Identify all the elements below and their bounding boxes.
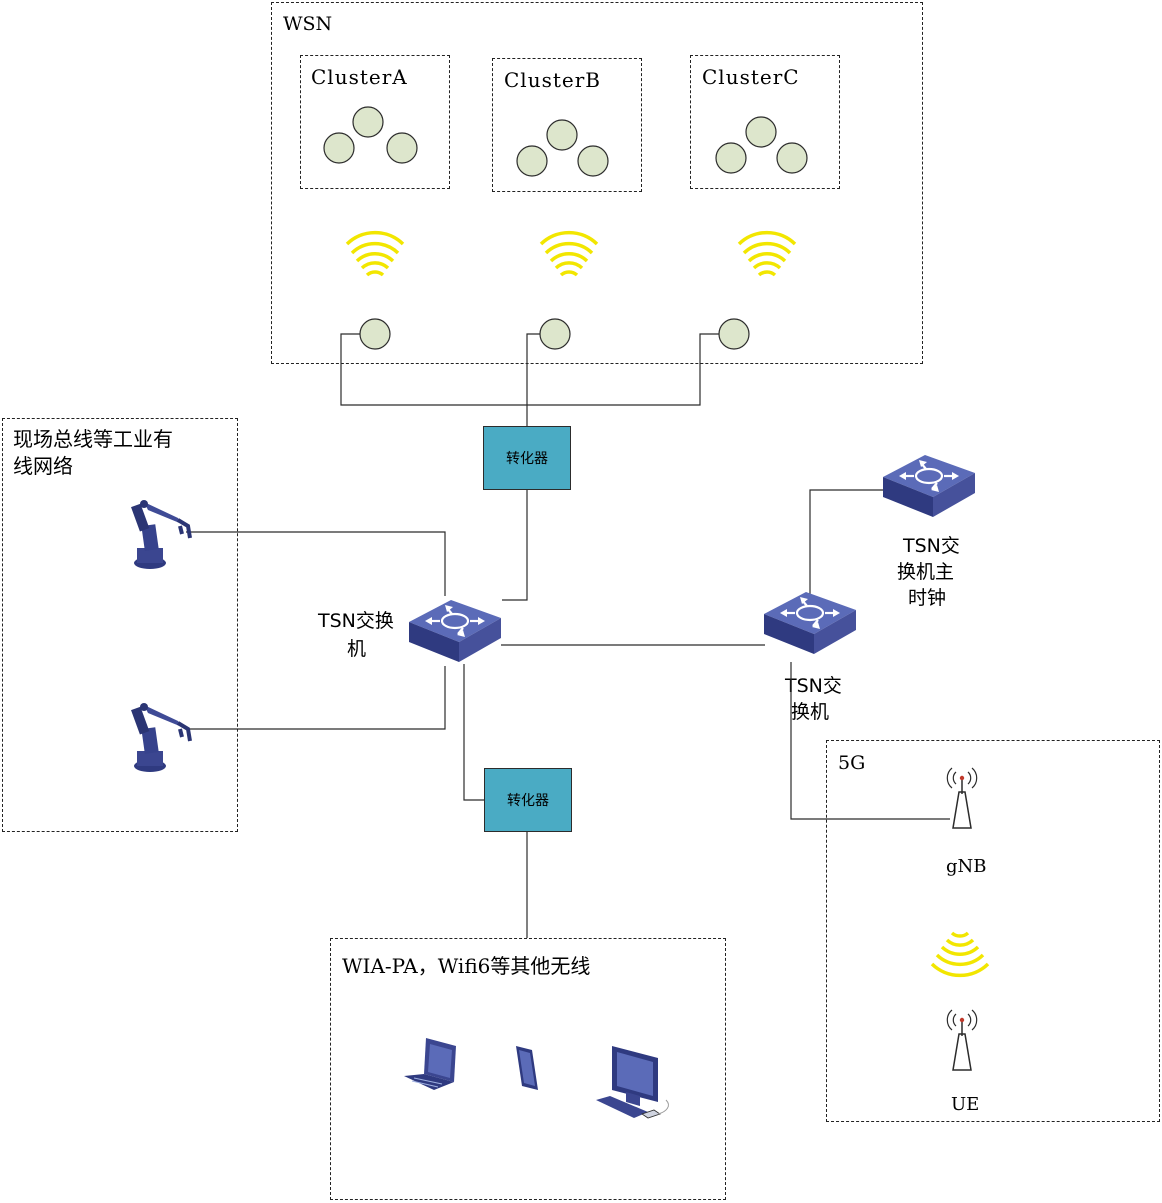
converter-bottom: 转化器 [484, 768, 572, 832]
network-switch-icon [762, 590, 858, 656]
wsn-to-converter-line [526, 333, 541, 426]
fieldbus-region-label-line2: 线网络 [13, 454, 73, 478]
ue-label: UE [951, 1094, 980, 1115]
cluster-b-nodes [516, 119, 609, 177]
converter-to-switch-line [502, 490, 528, 601]
robot2-link [186, 666, 446, 730]
robot1-link [186, 531, 446, 596]
cluster-c-nodes [715, 116, 808, 174]
master-switch-label-line2: 换机主 [897, 561, 955, 583]
wsn-region-label: WSN [283, 13, 333, 35]
laptop-icon [404, 1038, 456, 1090]
network-switch-icon [881, 453, 977, 519]
wireless-signal-icon [539, 230, 599, 277]
cluster-b-box [492, 58, 642, 192]
wireless-signal-icon [345, 230, 405, 277]
cluster-c-box [690, 55, 840, 189]
sink-node-a [359, 318, 391, 350]
antenna-icon [946, 767, 978, 829]
wireless-region [330, 938, 726, 1200]
tablet-icon [516, 1046, 538, 1090]
cluster-a-nodes [323, 106, 418, 164]
connection-lines [186, 333, 950, 938]
fiveg-region [826, 740, 1160, 1122]
cluster-b-label: ClusterB [504, 68, 601, 92]
sink-node-b [539, 318, 571, 350]
master-switch-label-line1: TSN交 [903, 535, 960, 557]
wsn-bus-line [340, 333, 720, 406]
switch-to-gnb-line [790, 662, 950, 820]
antenna-icon [946, 1009, 978, 1071]
gnb-label: gNB [946, 856, 987, 877]
wsn-region [271, 2, 923, 364]
fieldbus-region-label-line1: 现场总线等工业有 [13, 427, 173, 451]
cluster-a-box [300, 55, 450, 189]
wireless-signal-icon [930, 931, 990, 978]
robot-arm-icon [129, 701, 192, 774]
switch-to-converter2-line [463, 664, 484, 801]
switch-to-master-line [809, 489, 884, 600]
wireless-signal-icon [737, 230, 797, 277]
sink-node-c [718, 318, 750, 350]
left-switch-label-line1: TSN交换 [318, 610, 394, 632]
right-switch-label-line1: TSN交 [785, 675, 842, 697]
master-switch-label-line3: 时钟 [908, 587, 947, 609]
cluster-a-label: ClusterA [311, 65, 408, 89]
desktop-computer-icon [596, 1046, 669, 1119]
cluster-c-label: ClusterC [702, 65, 800, 89]
right-switch-label-line2: 换机 [791, 701, 830, 723]
network-switch-icon [407, 598, 503, 664]
fiveg-region-label: 5G [838, 752, 866, 774]
fieldbus-region [2, 418, 238, 832]
wireless-region-label: WIA-PA，Wifi6等其他无线 [342, 954, 591, 978]
robot-arm-icon [129, 498, 192, 571]
left-switch-label-line2: 机 [347, 638, 367, 660]
converter-top: 转化器 [483, 426, 571, 490]
